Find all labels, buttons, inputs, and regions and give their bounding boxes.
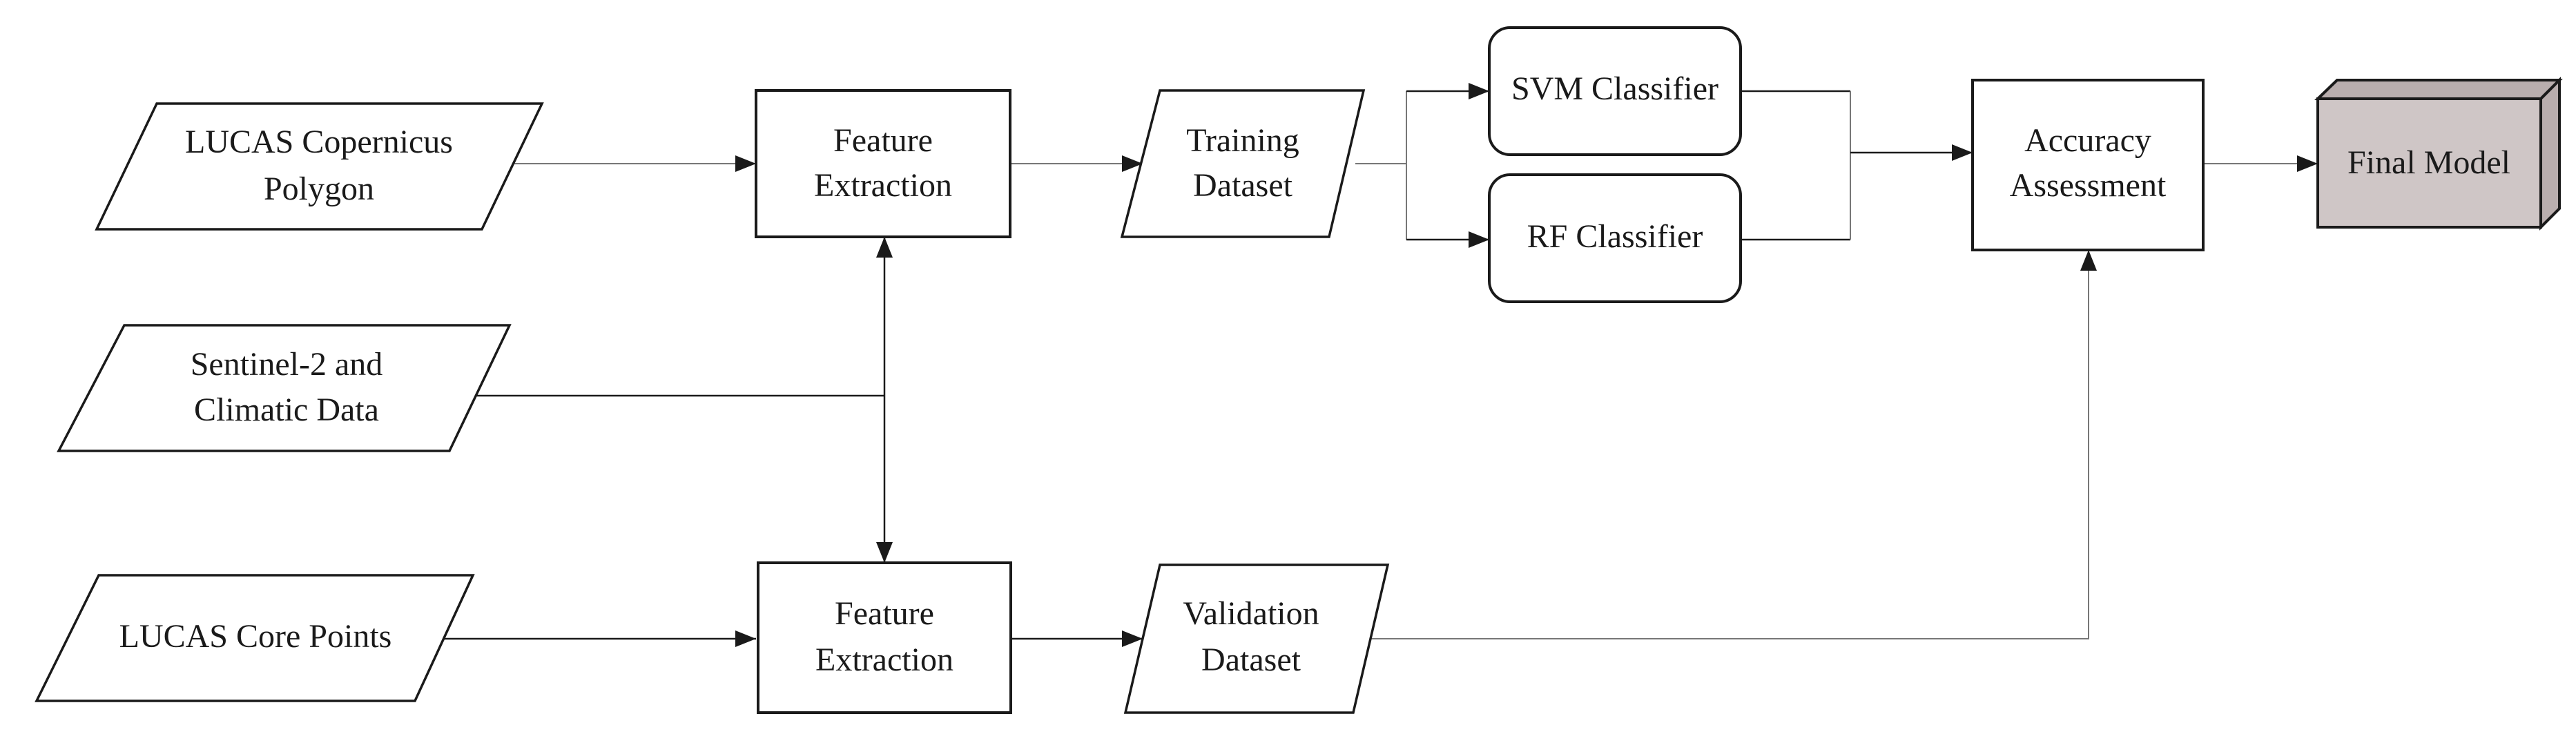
validation-line1: Validation [1183,595,1319,632]
rf-label: RF Classifier [1527,218,1703,255]
training-line2: Dataset [1193,167,1293,204]
feature-top-line2: Extraction [814,167,952,204]
feature-extraction-top: Feature Extraction [755,89,1011,238]
training-dataset: Training Dataset [1120,89,1366,238]
final-model: Final Model [2314,77,2563,231]
input-lucas-polygon: LUCAS Copernicus Polygon [95,102,544,231]
training-line1: Training [1186,122,1299,159]
sentinel-line2: Climatic Data [194,392,379,428]
accuracy-line1: Accuracy [2024,122,2151,159]
input-lucas-core-points: LUCAS Core Points [35,574,475,702]
accuracy-assessment: Accuracy Assessment [1971,79,2205,251]
svm-label: SVM Classifier [1511,70,1718,107]
edge-training-split [1355,91,1407,240]
validation-dataset: Validation Dataset [1123,563,1390,714]
sentinel-line1: Sentinel-2 and [191,346,383,383]
lucas-polygon-line2: Polygon [264,171,374,207]
final-model-label: Final Model [2347,144,2510,181]
edge-classifiers-merge [1741,90,1850,241]
svm-classifier: SVM Classifier [1488,26,1742,156]
connectors [444,83,2318,647]
lucas-polygon-line1: LUCAS Copernicus [185,124,453,160]
rf-classifier: RF Classifier [1488,173,1742,303]
feature-bottom-line1: Feature [835,595,934,632]
feature-top-line1: Feature [833,122,933,159]
lucas-core-line1: LUCAS Core Points [119,618,392,655]
accuracy-line2: Assessment [2010,167,2167,204]
validation-line2: Dataset [1201,642,1301,678]
feature-bottom-line2: Extraction [815,642,953,678]
edge-validation-to-accuracy [1364,250,2097,639]
feature-extraction-bottom: Feature Extraction [757,561,1012,714]
input-sentinel-climatic: Sentinel-2 and Climatic Data [57,324,512,452]
